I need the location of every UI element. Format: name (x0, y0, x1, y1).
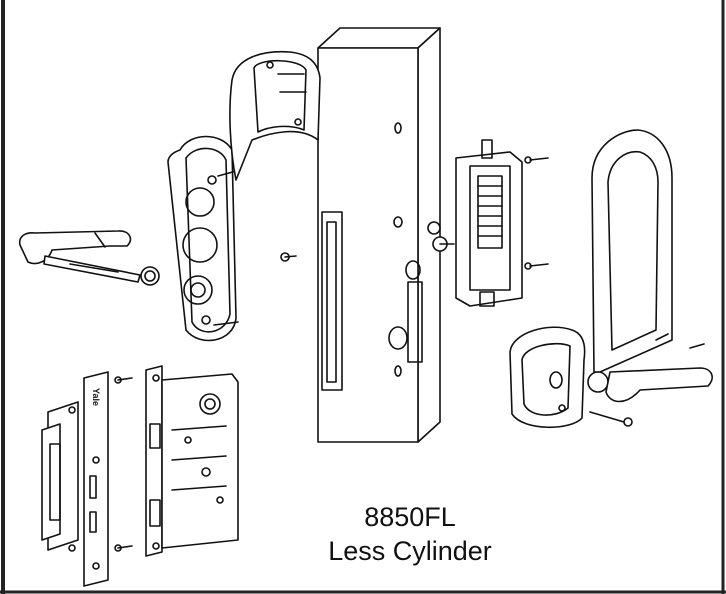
left-lever-handle (18, 230, 160, 286)
armor-faceplate (83, 371, 133, 587)
spindle-pin (280, 252, 297, 262)
door-slab (317, 27, 441, 443)
right-escutcheon (591, 129, 673, 373)
left-escutcheon (167, 135, 241, 342)
electronic-module (455, 139, 549, 307)
right-lever-handle (587, 343, 713, 427)
drive-pins (427, 221, 455, 252)
strike-plate (41, 401, 79, 552)
diagram-caption: 8850FL Less Cylinder (290, 500, 530, 568)
faceplate-brand-text: Yale (91, 388, 101, 406)
model-number: 8850FL (364, 502, 456, 532)
mortise-lock-body (145, 365, 239, 557)
top-shroud-cover (229, 50, 321, 181)
right-rose-trim (509, 326, 586, 429)
model-subtitle: Less Cylinder (328, 536, 492, 566)
